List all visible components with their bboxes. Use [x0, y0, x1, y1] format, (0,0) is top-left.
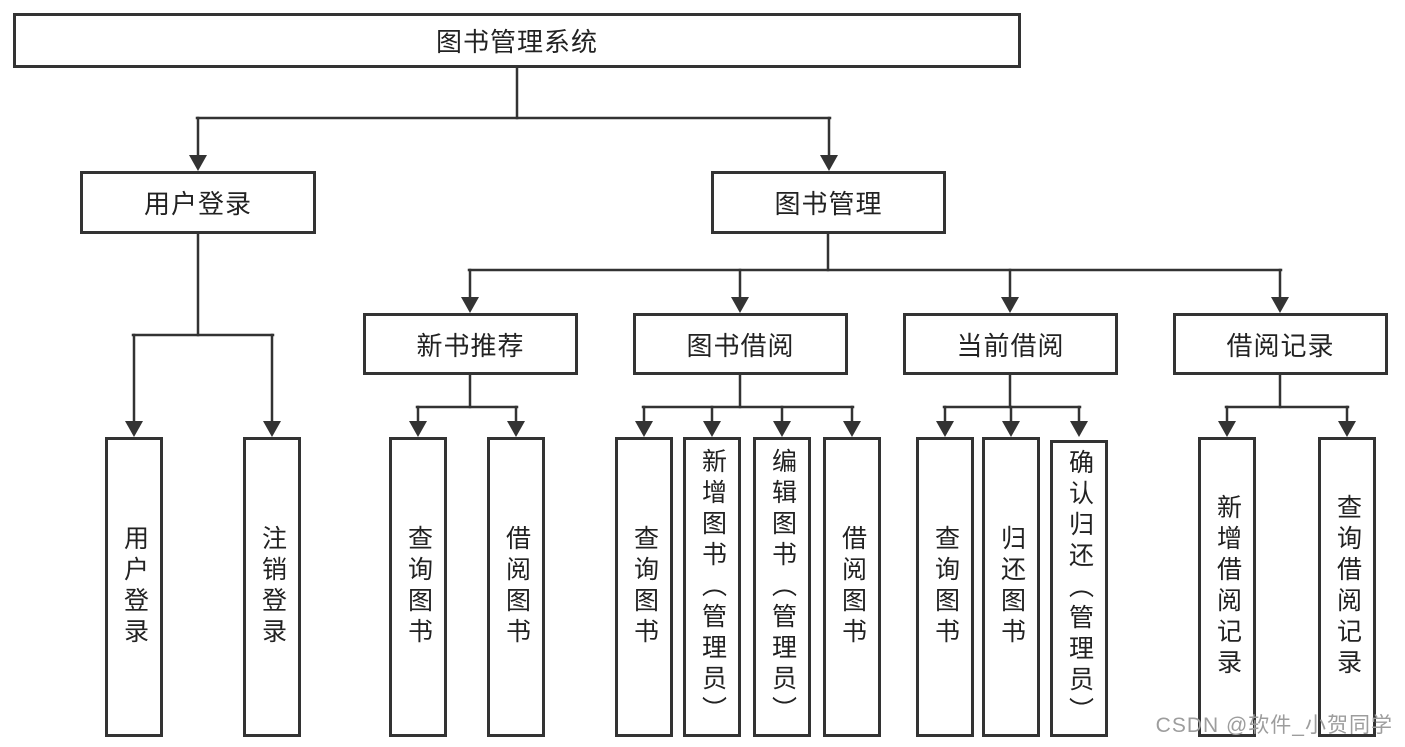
leaf-cb-confirm-return-admin-label: 确认归还（管理员） — [1065, 449, 1094, 728]
node-borrow-records-label: 借阅记录 — [1226, 330, 1335, 361]
leaf-bb-edit-books-admin: 编辑图书（管理员） — [753, 437, 811, 737]
node-current-borrow: 当前借阅 — [903, 313, 1118, 375]
leaf-nbr-query-books: 查询图书 — [389, 437, 447, 737]
leaf-bb-borrow-books: 借阅图书 — [823, 437, 881, 737]
leaf-nbr-borrow-books-label: 借阅图书 — [502, 525, 531, 649]
leaf-bb-query-books: 查询图书 — [615, 437, 673, 737]
leaf-user-login-label: 用户登录 — [120, 525, 149, 649]
node-new-book-recommend: 新书推荐 — [363, 313, 578, 375]
leaf-cb-confirm-return-admin: 确认归还（管理员） — [1050, 440, 1108, 737]
node-current-borrow-label: 当前借阅 — [956, 330, 1065, 361]
leaf-br-add-record-label: 新增借阅记录 — [1213, 494, 1242, 680]
node-borrow-records: 借阅记录 — [1173, 313, 1388, 375]
leaf-nbr-query-books-label: 查询图书 — [404, 525, 433, 649]
leaf-cb-return-books: 归还图书 — [982, 437, 1040, 737]
leaf-bb-add-books-admin: 新增图书（管理员） — [683, 437, 741, 737]
root-node-label: 图书管理系统 — [435, 27, 598, 57]
leaf-br-query-record: 查询借阅记录 — [1318, 437, 1376, 737]
leaf-logout: 注销登录 — [243, 437, 301, 737]
leaf-bb-borrow-books-label: 借阅图书 — [838, 525, 867, 649]
leaf-user-login: 用户登录 — [105, 437, 163, 737]
leaf-cb-query-books: 查询图书 — [916, 437, 974, 737]
node-user-login-label: 用户登录 — [143, 189, 252, 219]
root-node: 图书管理系统 — [13, 13, 1021, 68]
arrowheads — [125, 155, 1356, 437]
leaf-br-add-record: 新增借阅记录 — [1198, 437, 1256, 737]
leaf-bb-query-books-label: 查询图书 — [630, 525, 659, 649]
node-book-management: 图书管理 — [711, 171, 946, 234]
leaf-logout-label: 注销登录 — [258, 525, 287, 649]
node-new-book-recommend-label: 新书推荐 — [416, 330, 525, 361]
node-book-management-label: 图书管理 — [774, 189, 883, 219]
leaf-bb-edit-books-admin-label: 编辑图书（管理员） — [768, 447, 797, 727]
node-book-borrow-label: 图书借阅 — [686, 330, 795, 361]
leaf-nbr-borrow-books: 借阅图书 — [487, 437, 545, 737]
leaf-bb-add-books-admin-label: 新增图书（管理员） — [698, 447, 727, 727]
leaf-cb-query-books-label: 查询图书 — [931, 525, 960, 649]
leaf-cb-return-books-label: 归还图书 — [997, 525, 1026, 649]
csdn-watermark: CSDN @软件_小贺同学 — [1155, 714, 1393, 737]
node-book-borrow: 图书借阅 — [633, 313, 848, 375]
node-user-login: 用户登录 — [80, 171, 316, 234]
leaf-br-query-record-label: 查询借阅记录 — [1333, 494, 1362, 680]
